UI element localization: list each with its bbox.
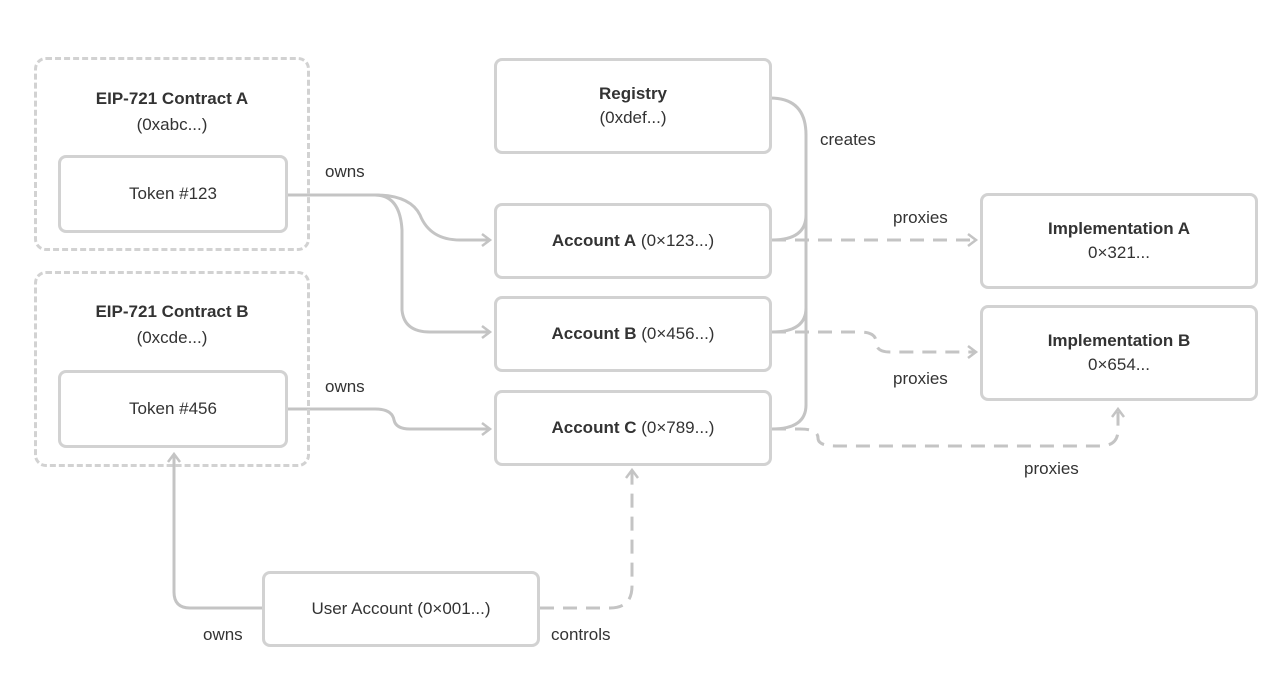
edge-user-to-token456 xyxy=(167,451,262,610)
account-a-address: (0×123...) xyxy=(640,231,715,250)
edge-user-controls-account-c xyxy=(540,467,639,610)
token-123-node[interactable]: Token #123 xyxy=(58,155,288,233)
registry-name: Registry xyxy=(598,84,668,103)
account-a-name: Account A xyxy=(551,231,637,250)
contract-a-name: EIP-721 Contract A xyxy=(95,89,249,108)
account-b-address: (0×456...) xyxy=(641,324,715,343)
edge-registry-creates xyxy=(769,96,808,431)
contract-b-group xyxy=(34,271,310,467)
token-456-node[interactable]: Token #456 xyxy=(58,370,288,448)
implementation-b-address: 0×654... xyxy=(1088,355,1150,374)
edge-creates-account-a xyxy=(771,214,808,242)
implementation-a-name: Implementation A xyxy=(1048,219,1190,238)
implementation-a-node[interactable]: Implementation A 0×321... xyxy=(980,193,1258,289)
edge-account-c-proxies-impl-b xyxy=(772,406,1125,448)
edge-creates-account-b xyxy=(771,307,808,334)
label-owns-token123: owns xyxy=(325,162,365,181)
edge-account-b-proxies-impl-b xyxy=(772,330,979,359)
implementation-a-address: 0×321... xyxy=(1088,243,1150,262)
registry-node[interactable]: Registry (0xdef...) xyxy=(494,58,772,154)
implementation-b-name: Implementation B xyxy=(1047,331,1191,350)
edge-token123-to-account-a xyxy=(288,193,493,247)
account-c-name: Account C xyxy=(551,418,637,437)
contract-a-group xyxy=(34,57,310,251)
account-a-node[interactable]: Account A (0×123...) xyxy=(494,203,772,279)
account-c-address: (0×789...) xyxy=(641,418,715,437)
contract-b-address: (0xcde...) xyxy=(136,328,208,347)
contract-a-title: EIP-721 Contract A (0xabc...) xyxy=(34,86,310,138)
label-owns-token456: owns xyxy=(325,377,365,396)
contract-b-title: EIP-721 Contract B (0xcde...) xyxy=(34,299,310,351)
account-c-node[interactable]: Account C (0×789...) xyxy=(494,390,772,466)
label-proxies-b: proxies xyxy=(893,369,948,388)
label-proxies-c: proxies xyxy=(1024,459,1079,478)
edge-token123-to-account-b xyxy=(288,193,493,339)
label-creates: creates xyxy=(820,130,876,149)
registry-address: (0xdef...) xyxy=(599,108,667,127)
label-controls: controls xyxy=(551,625,611,644)
token-123-label: Token #123 xyxy=(129,184,217,203)
account-b-node[interactable]: Account B (0×456...) xyxy=(494,296,772,372)
contract-b-name: EIP-721 Contract B xyxy=(95,302,249,321)
edge-token456-to-account-c xyxy=(288,407,493,436)
implementation-b-node[interactable]: Implementation B 0×654... xyxy=(980,305,1258,401)
user-account-label: User Account (0×001...) xyxy=(311,599,491,618)
user-account-node[interactable]: User Account (0×001...) xyxy=(262,571,540,647)
label-owns-user: owns xyxy=(203,625,243,644)
label-proxies-a: proxies xyxy=(893,208,948,227)
contract-a-address: (0xabc...) xyxy=(136,115,208,134)
token-456-label: Token #456 xyxy=(129,399,217,418)
account-b-name: Account B xyxy=(551,324,637,343)
